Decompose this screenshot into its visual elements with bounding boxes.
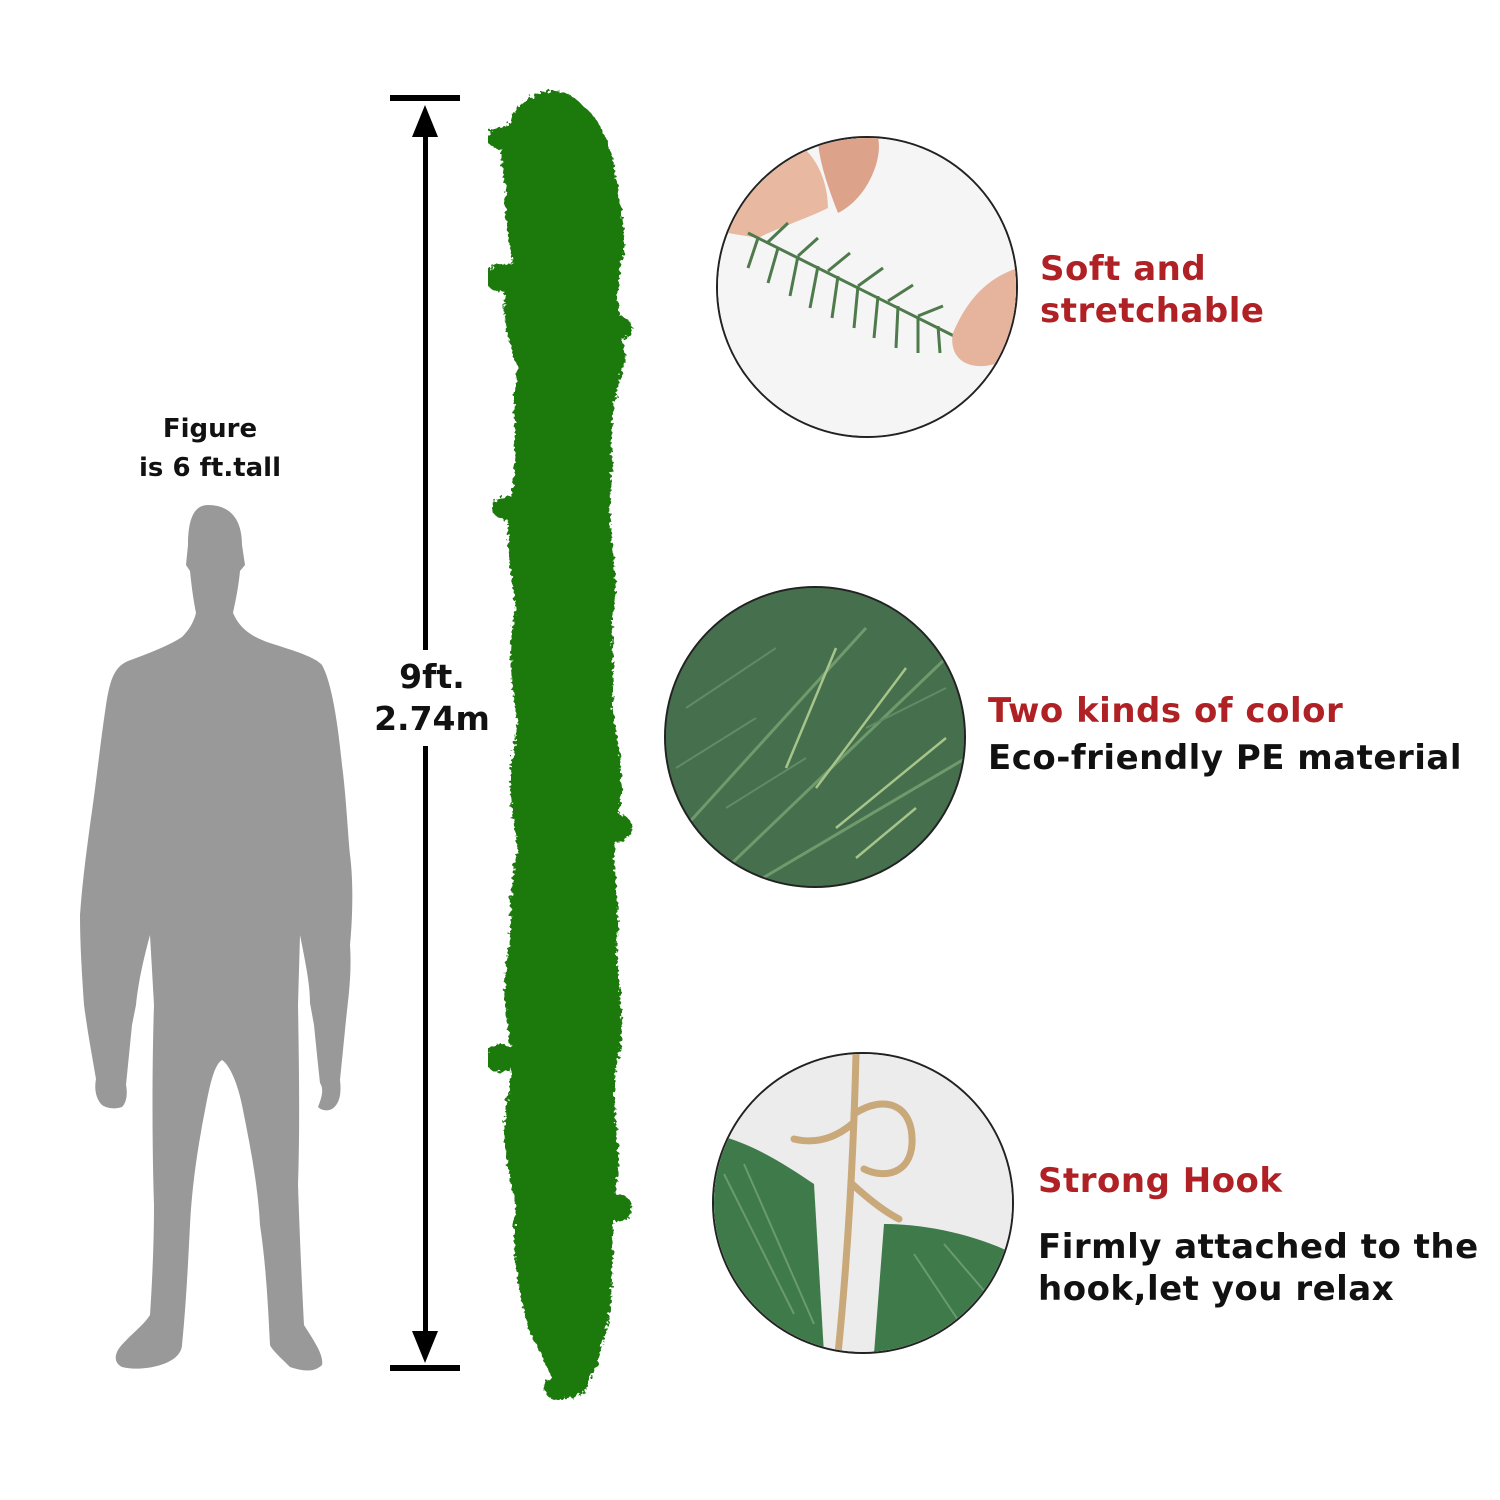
feature-image-color: [664, 586, 966, 888]
figure-caption-line1: Figure: [162, 414, 258, 444]
feature-text-stretch: Soft and stretchable: [1040, 248, 1264, 332]
figure-caption-line2: is 6 ft.tall: [139, 453, 281, 483]
dimension-label: 9ft. 2.74m: [352, 650, 512, 746]
feature-desc-hook-line2: hook,let you relax: [1038, 1269, 1395, 1309]
dimension-feet: 9ft.: [399, 657, 465, 696]
feature-image-hook: [712, 1052, 1014, 1354]
feature-title-stretch-line1: Soft and: [1040, 249, 1207, 289]
feature-desc-color: Eco-friendly PE material: [988, 738, 1463, 778]
feature-image-stretch: [716, 136, 1018, 438]
feature-text-hook: Strong Hook Firmly attached to the hook,…: [1038, 1160, 1479, 1310]
human-silhouette-icon: [70, 505, 360, 1375]
feature-title-color: Two kinds of color: [988, 691, 1344, 731]
feature-desc-hook-line1: Firmly attached to the: [1038, 1227, 1479, 1267]
garland-image: [488, 88, 638, 1400]
feature-title-stretch-line2: stretchable: [1040, 291, 1265, 331]
feature-title-hook: Strong Hook: [1038, 1161, 1283, 1201]
dimension-meters: 2.74m: [374, 699, 490, 738]
figure-caption: Figure is 6 ft.tall: [120, 410, 300, 488]
feature-text-color: Two kinds of color Eco-friendly PE mater…: [988, 690, 1462, 779]
